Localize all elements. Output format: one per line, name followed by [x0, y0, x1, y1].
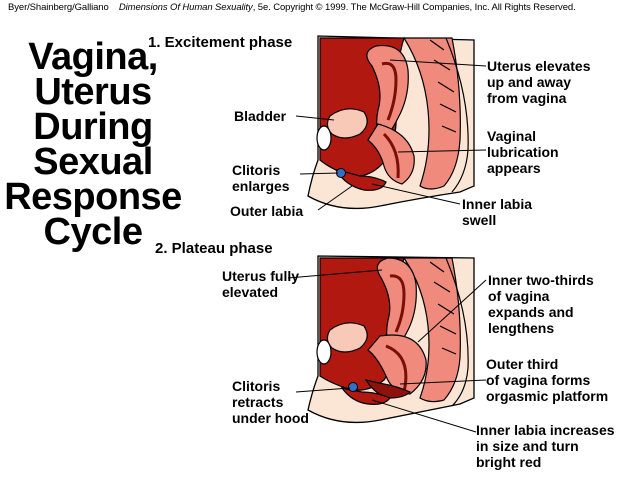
label-inner-labia-increases: Inner labia increases in size and turn b…: [476, 422, 615, 470]
label-line: of vagina forms: [486, 372, 591, 388]
label-vaginal-lubrication: Vaginal lubrication appears: [487, 128, 559, 176]
vertebrae: [429, 39, 457, 133]
page-title: Vagina, Uterus During Sexual Response Cy…: [0, 36, 186, 253]
label-line: Inner two-thirds: [488, 272, 594, 288]
label-line: Inner labia: [462, 196, 533, 212]
leader-lines-phase1: [295, 59, 487, 211]
bladder: [326, 108, 368, 139]
label-line: lengthens: [488, 320, 555, 336]
label-line: orgasmic platform: [486, 388, 609, 404]
phase-heading-excitement: 1. Excitement phase: [148, 34, 293, 51]
title-line: Response: [4, 176, 182, 218]
uterine-cavity: [389, 274, 406, 333]
title-line: Cycle: [43, 211, 143, 253]
label-uterus-elevates: Uterus elevates up and away from vagina: [487, 58, 591, 106]
label-clitoris-retracts: Clitoris retracts under hood: [232, 378, 309, 426]
credit-rest: , 5e. Copyright © 1999. The McGraw-Hill …: [252, 2, 576, 13]
leader-lines-phase2: [287, 269, 487, 433]
credit-book-title: Dimensions Of Human Sexuality: [118, 2, 253, 13]
leader-line: [317, 185, 353, 211]
label-bladder: Bladder: [234, 108, 286, 124]
title-line: During: [33, 106, 153, 148]
title-line: Sexual: [33, 141, 153, 183]
label-line: Inner labia increases: [476, 422, 615, 438]
title-line: Vagina,: [28, 36, 158, 78]
label-outer-labia: Outer labia: [230, 203, 303, 219]
leader-line: [299, 172, 339, 175]
vagina: [367, 123, 415, 185]
label-line: appears: [487, 160, 541, 176]
label-line: Clitoris: [232, 162, 281, 178]
pubic-bone: [316, 339, 332, 365]
plateau-phase-figure: [307, 255, 475, 424]
sacrum: [402, 257, 461, 403]
leader-line: [295, 387, 351, 393]
label-inner-two-thirds: Inner two-thirds of vagina expands and l…: [488, 272, 594, 336]
label-line: Uterus fully: [222, 268, 300, 284]
label-line: Clitoris: [232, 378, 281, 394]
vagina: [367, 334, 427, 395]
leader-line: [389, 59, 487, 67]
leader-line: [397, 149, 487, 153]
uterus: [376, 257, 417, 353]
leader-line: [417, 279, 487, 343]
label-line: swell: [462, 212, 497, 228]
label-line: Bladder: [234, 108, 287, 124]
label-line: elevated: [222, 284, 279, 300]
label-line: of vagina: [488, 288, 550, 304]
label-line: Uterus elevates: [487, 58, 591, 74]
vaginal-canal: [385, 344, 408, 393]
label-line: Outer labia: [230, 203, 304, 219]
vaginal-canal: [382, 132, 400, 179]
vertebrae: [429, 261, 457, 355]
label-outer-third: Outer third of vagina forms orgasmic pla…: [486, 356, 608, 404]
label-line: Outer third: [486, 356, 559, 372]
leader-line: [295, 115, 335, 121]
uterus: [366, 44, 409, 143]
label-line: under hood: [232, 410, 309, 426]
leader-line: [287, 269, 383, 279]
spine-edge: [445, 257, 469, 407]
label-line: enlarges: [232, 178, 290, 194]
leader-line: [399, 379, 487, 385]
title-line: Uterus: [34, 71, 152, 113]
spine-edge: [445, 37, 469, 193]
credit-authors: Byer/Shainberg/Galliano: [8, 2, 109, 13]
label-uterus-fully-elevated: Uterus fully elevated: [222, 268, 299, 300]
pubic-bone: [316, 125, 332, 151]
label-line: in size and turn: [476, 438, 579, 454]
label-line: expands and: [488, 304, 574, 320]
label-inner-labia-swell: Inner labia swell: [462, 196, 532, 228]
label-line: up and away: [487, 74, 572, 90]
leader-line: [371, 399, 477, 433]
label-line: retracts: [232, 394, 284, 410]
phase-heading-plateau: 2. Plateau phase: [155, 240, 273, 257]
excitement-phase-figure: [307, 35, 475, 210]
labia: [334, 169, 387, 191]
label-line: bright red: [476, 454, 542, 470]
label-line: from vagina: [487, 90, 567, 106]
uterine-cavity: [381, 61, 398, 121]
leader-line: [371, 183, 461, 205]
label-line: Vaginal: [487, 128, 537, 144]
label-clitoris-enlarges: Clitoris enlarges: [232, 162, 290, 194]
clitoris-marker: [348, 382, 358, 392]
bladder: [326, 322, 368, 353]
label-line: lubrication: [487, 144, 559, 160]
copyright-credit: Byer/Shainberg/Galliano Dimensions Of Hu…: [8, 2, 576, 13]
